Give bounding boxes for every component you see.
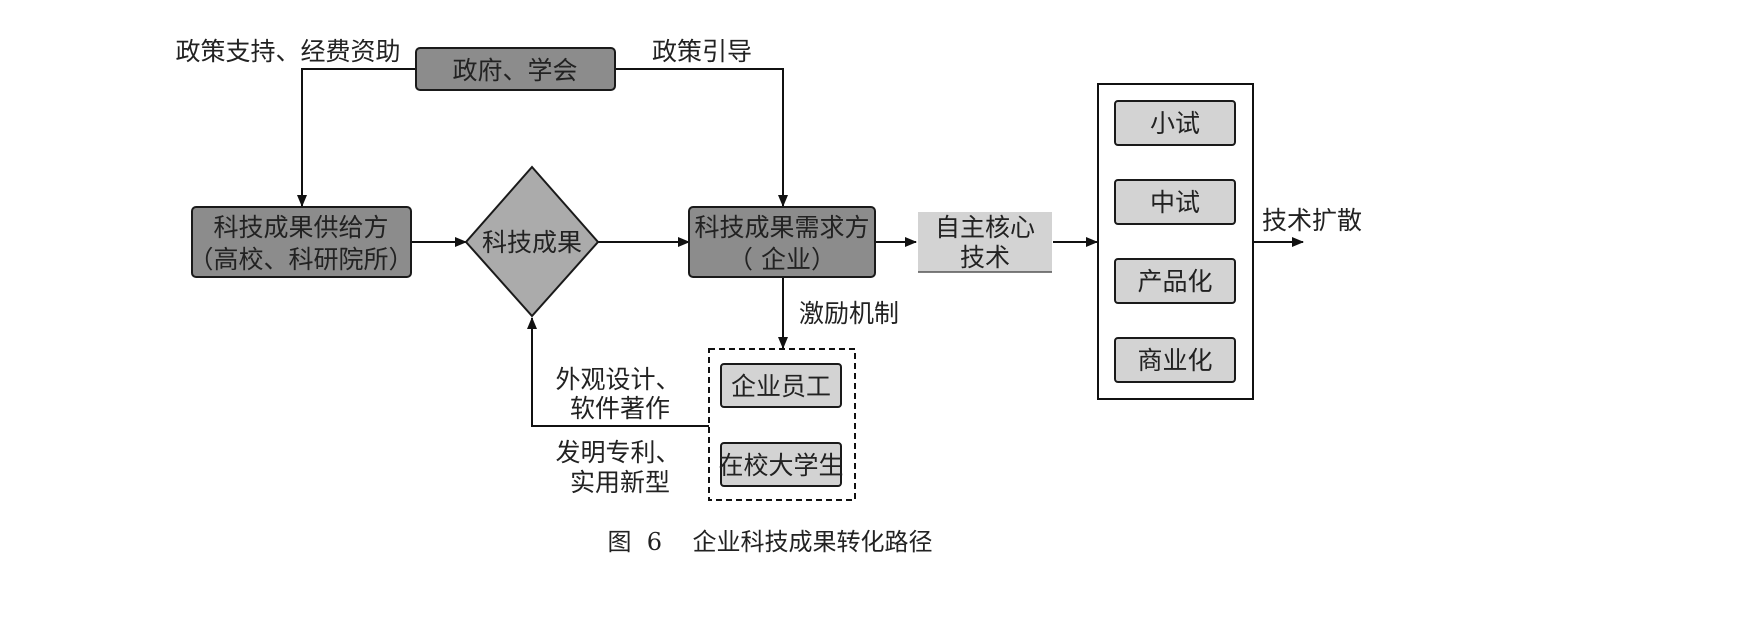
edge-government-to-demand — [615, 68, 788, 207]
stage-3 — [1114, 258, 1236, 304]
edge-employees-to-achievement — [527, 317, 709, 427]
label-patent-line1: 发明专利、 — [555, 438, 680, 467]
node-staff-label: 企业员工 — [731, 372, 831, 401]
node-government — [415, 47, 616, 91]
stage-3-label: 产品化 — [1137, 267, 1212, 296]
node-demand — [688, 206, 876, 278]
node-staff — [720, 363, 842, 408]
node-core-tech-line2: 技术 — [960, 243, 1010, 272]
stage-1 — [1114, 100, 1236, 146]
stage-2-label: 中试 — [1150, 188, 1200, 217]
label-incentive: 激励机制 — [799, 299, 899, 328]
group-employees — [708, 348, 856, 501]
label-policy-support: 政策支持、经费资助 — [175, 37, 400, 66]
stage-4-label: 商业化 — [1137, 346, 1212, 375]
label-design-line2: 软件著作 — [570, 394, 670, 423]
label-patent-line2: 实用新型 — [570, 468, 670, 497]
edge-government-to-supplier — [297, 68, 416, 207]
stage-4 — [1114, 337, 1236, 383]
node-supplier-line2: （高校、科研院所） — [188, 245, 413, 274]
node-achievement-label: 科技成果 — [482, 228, 582, 257]
node-core-tech-line1: 自主核心 — [935, 213, 1035, 242]
node-students — [720, 442, 842, 487]
stage-1-label: 小试 — [1150, 109, 1200, 138]
label-policy-guide: 政策引导 — [652, 37, 752, 66]
node-core-tech — [918, 212, 1052, 272]
label-diffusion: 技术扩散 — [1262, 206, 1362, 235]
node-demand-line2: （ 企业） — [728, 245, 836, 274]
node-students-label: 在校大学生 — [718, 451, 843, 480]
node-achievement — [464, 165, 600, 318]
figure-caption: 图 6 企业科技成果转化路径 — [607, 528, 932, 556]
node-government-label: 政府、学会 — [452, 56, 577, 85]
stage-2 — [1114, 179, 1236, 225]
node-supplier — [191, 206, 412, 278]
node-demand-line1: 科技成果需求方 — [694, 213, 869, 242]
node-supplier-line1: 科技成果供给方 — [213, 213, 388, 242]
label-design-line1: 外观设计、 — [555, 365, 680, 394]
